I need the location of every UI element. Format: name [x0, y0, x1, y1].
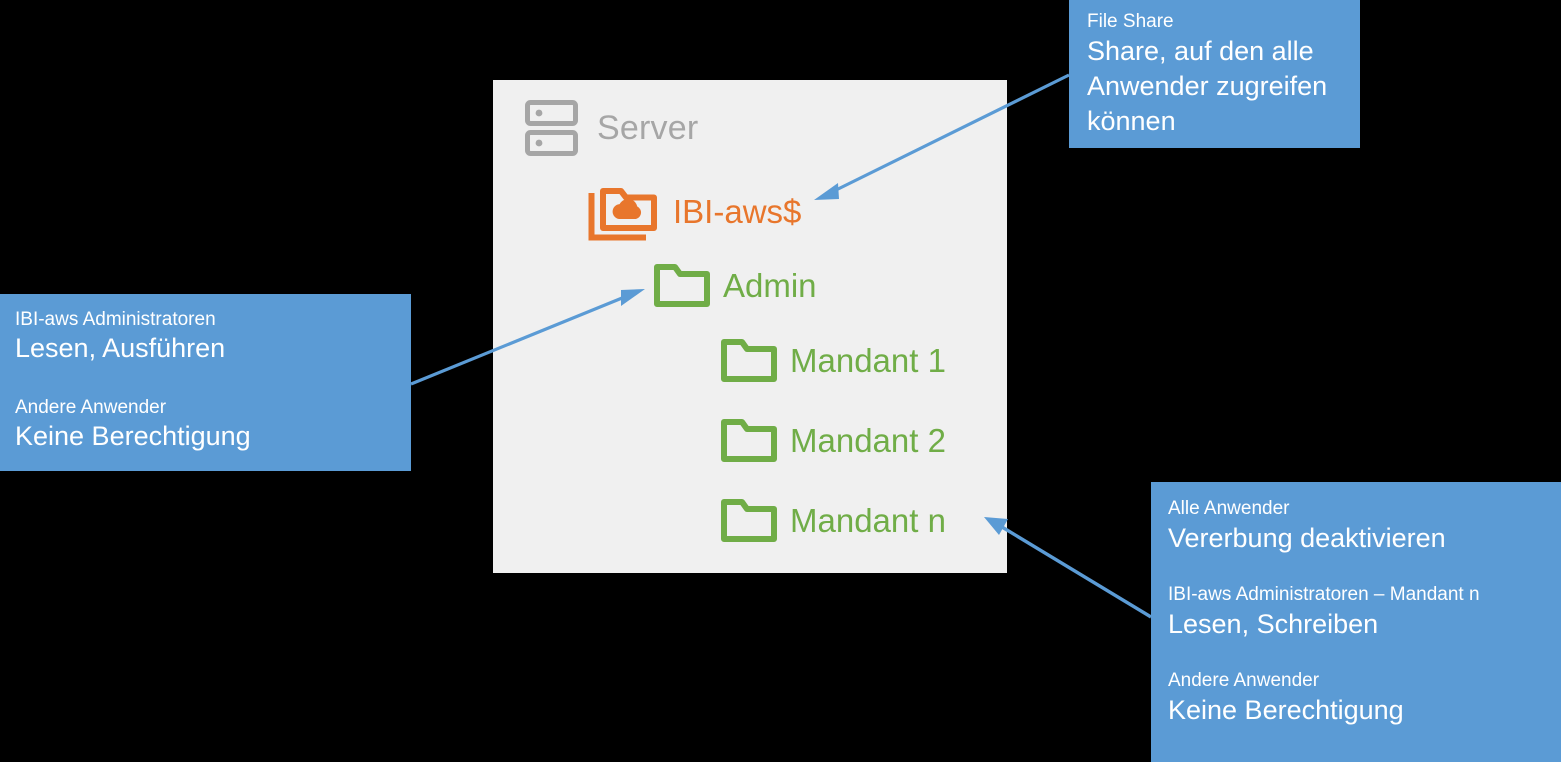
callout-group: IBI-aws Administratoren Lesen, Ausführen	[15, 307, 411, 365]
callout-value: Keine Berechtigung	[1168, 695, 1404, 725]
callout-group: Andere Anwender Keine Berechtigung	[15, 395, 411, 453]
callout-mandant-n[interactable]: Alle Anwender Vererbung deaktivieren IBI…	[1151, 482, 1561, 762]
folder-icon	[720, 337, 778, 383]
callout-value: Vererbung deaktivieren	[1168, 523, 1446, 553]
callout-value: Lesen, Schreiben	[1168, 609, 1379, 639]
file-share-cloud-icon	[588, 182, 661, 241]
folder-node-admin[interactable]: Admin	[653, 262, 817, 308]
server-panel: Server IBI-aws$ Admin	[493, 80, 1007, 573]
folder-icon	[653, 262, 711, 308]
callout-title: Alle Anwender	[1168, 498, 1290, 519]
file-share-node[interactable]: IBI-aws$	[588, 182, 801, 241]
callout-file-share[interactable]: File Share Share, auf den alle Anwender …	[1069, 0, 1360, 148]
server-label: Server	[597, 109, 699, 147]
server-node[interactable]: Server	[525, 100, 698, 156]
folder-node-mandant-2[interactable]: Mandant 2	[720, 417, 946, 463]
arrow-mandant-to-folder	[984, 517, 1152, 619]
callout-value: Share, auf den alle Anwender zugreifen k…	[1087, 36, 1328, 136]
folder-label: Mandant 1	[790, 341, 946, 379]
callout-group: Andere Anwender Keine Berechtigung	[1168, 668, 1561, 727]
folder-node-mandant-n[interactable]: Mandant n	[720, 497, 946, 543]
callout-value: Lesen, Ausführen	[15, 333, 226, 363]
server-icon	[525, 100, 578, 156]
callout-group: Alle Anwender Vererbung deaktivieren	[1168, 496, 1561, 555]
folder-node-mandant-1[interactable]: Mandant 1	[720, 337, 946, 383]
callout-title: Andere Anwender	[1168, 670, 1320, 691]
callout-group: IBI-aws Administratoren – Mandant n Lese…	[1168, 582, 1561, 641]
callout-title: IBI-aws Administratoren	[15, 309, 216, 330]
folder-label: Mandant 2	[790, 421, 946, 459]
callout-title: Andere Anwender	[15, 397, 167, 418]
folder-label: Admin	[723, 266, 817, 304]
callout-admin[interactable]: IBI-aws Administratoren Lesen, Ausführen…	[0, 294, 411, 471]
folder-icon	[720, 497, 778, 543]
file-share-label: IBI-aws$	[673, 193, 802, 230]
callout-title: IBI-aws Administratoren – Mandant n	[1168, 584, 1480, 605]
folder-icon	[720, 417, 778, 463]
callout-group: File Share Share, auf den alle Anwender …	[1087, 10, 1360, 139]
callout-title: File Share	[1087, 11, 1174, 32]
callout-value: Keine Berechtigung	[15, 421, 251, 451]
folder-label: Mandant n	[790, 501, 946, 539]
